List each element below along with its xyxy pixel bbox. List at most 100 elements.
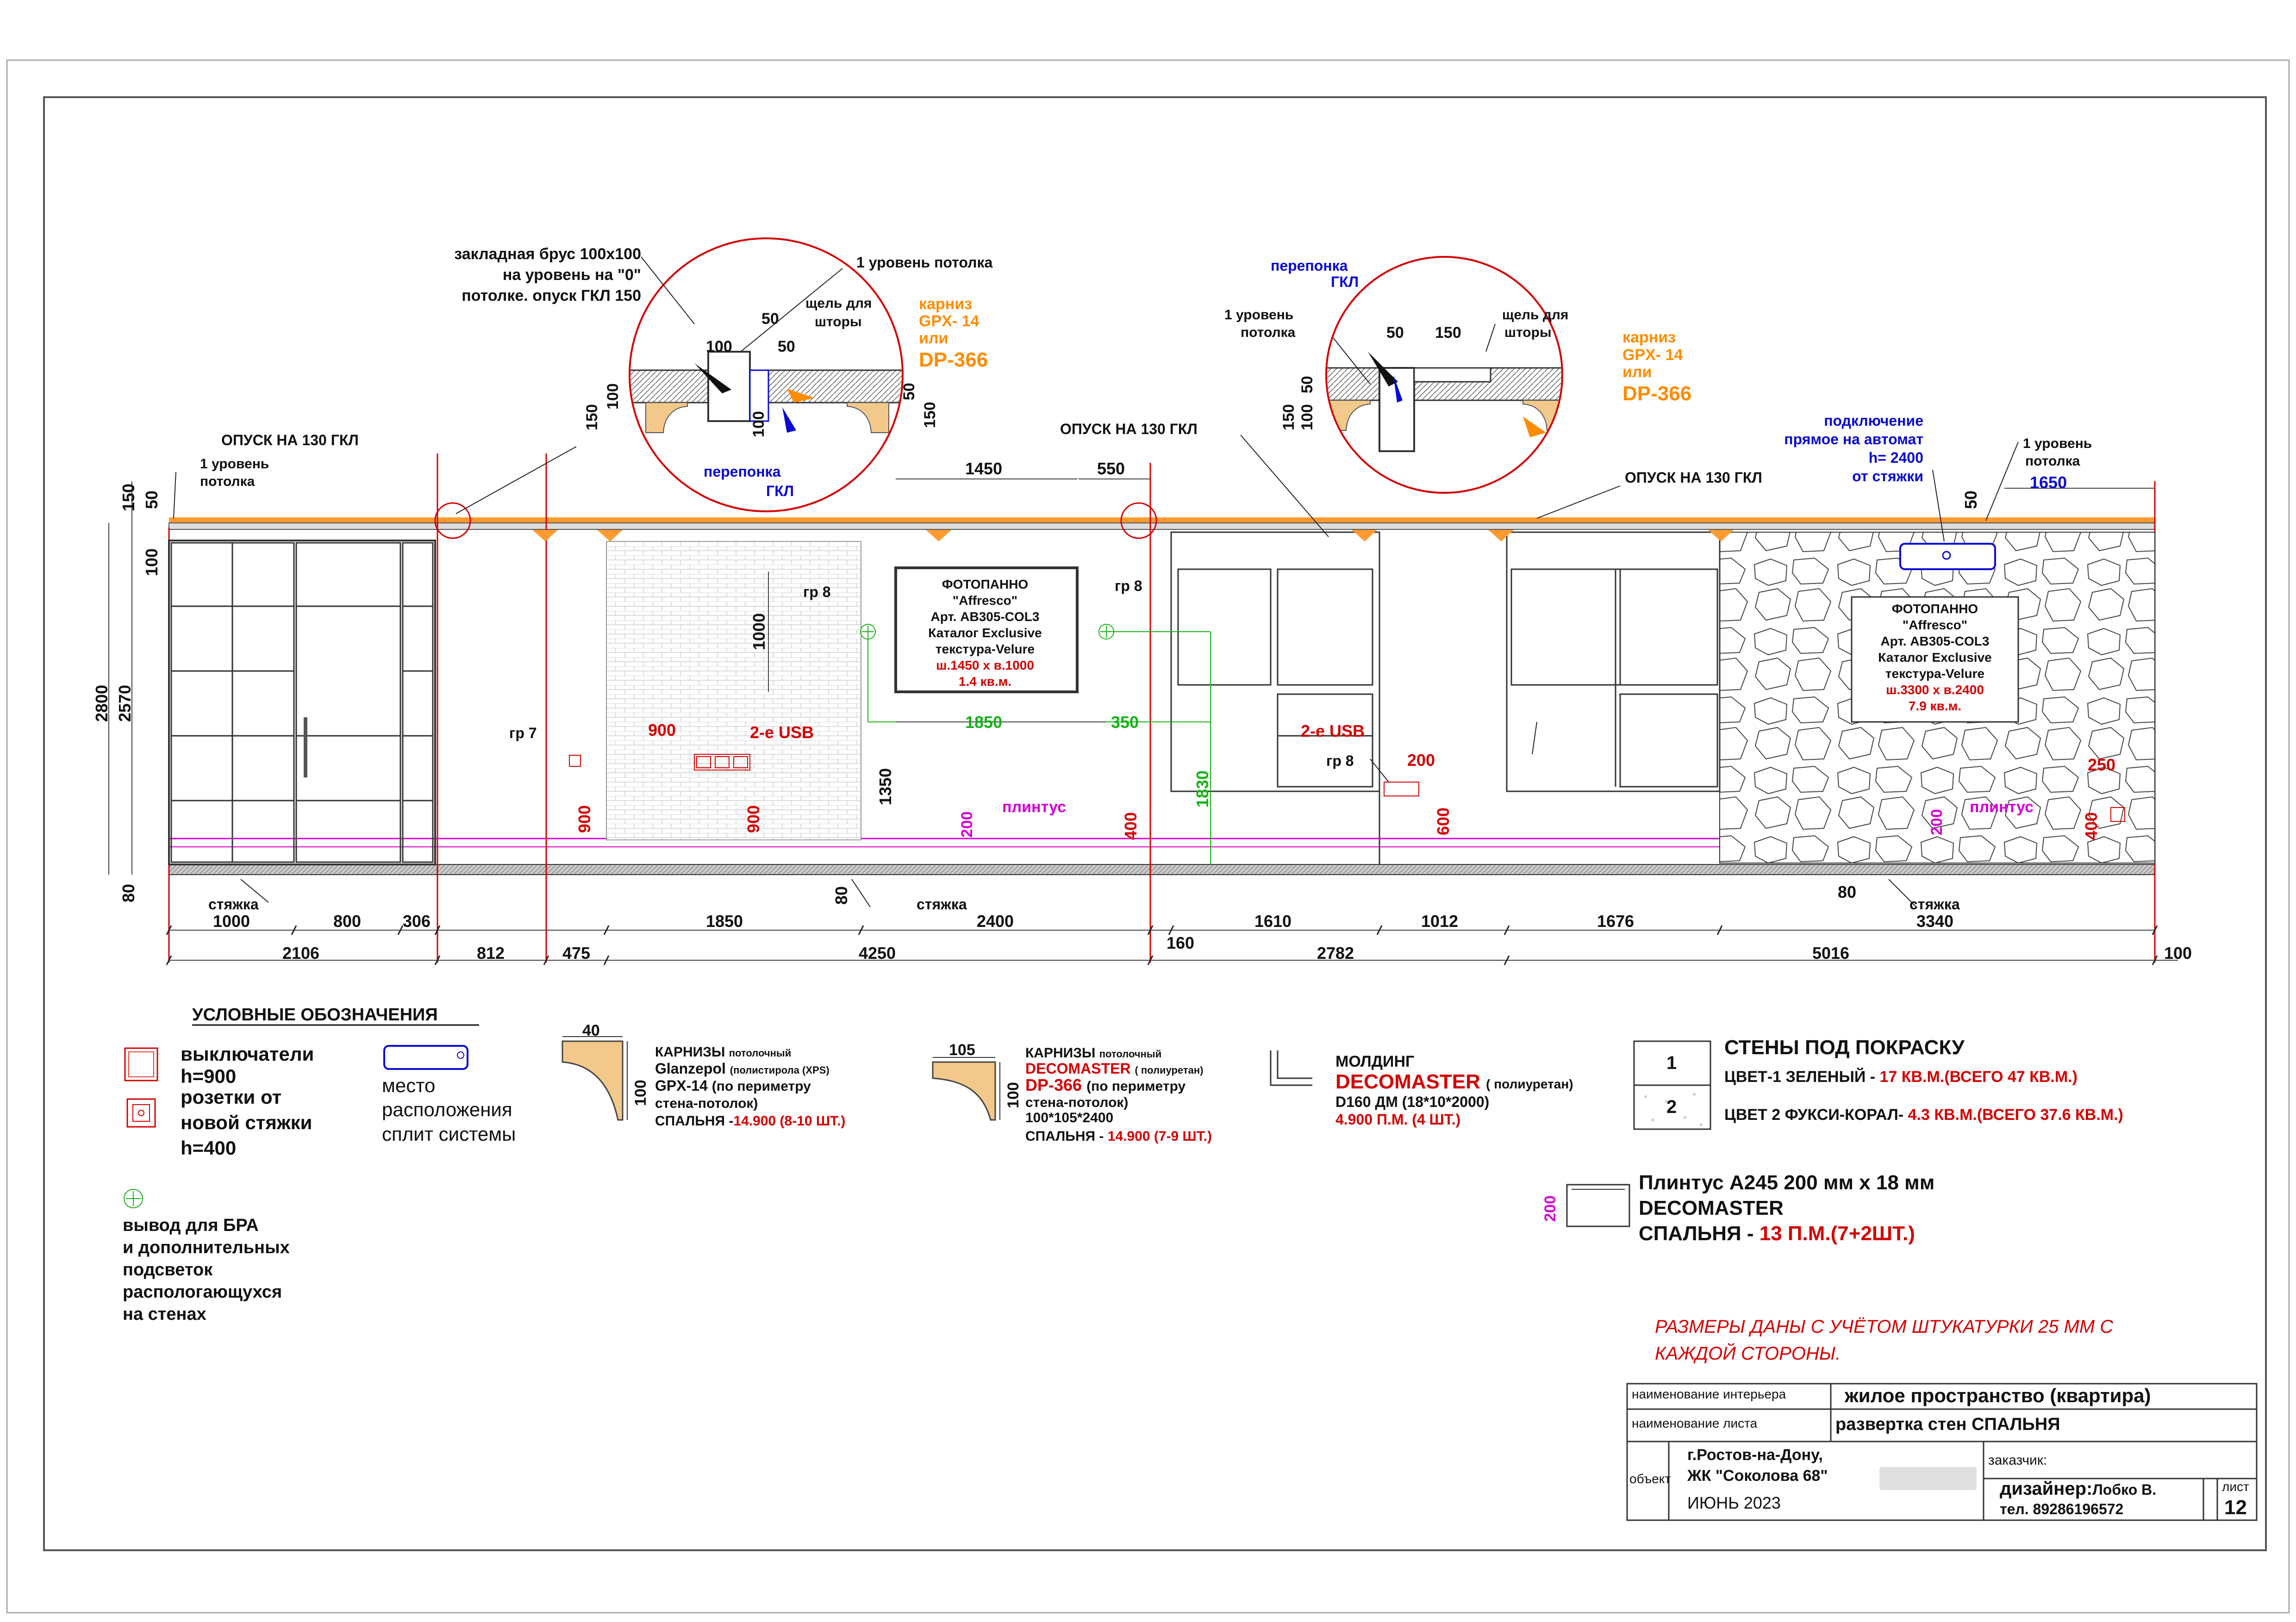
- callout-shchel-1b: шторы: [815, 314, 862, 329]
- legend-split-icon: [383, 1045, 468, 1070]
- split-unit-dot: [1942, 551, 1951, 560]
- legend-molding-icon: [1270, 1050, 1312, 1086]
- ceiling-band: [169, 517, 2155, 523]
- legend-bra-icon: [124, 1189, 143, 1208]
- dim-row2-2782: 2782: [1317, 944, 1354, 963]
- dim-row2-2106: 2106: [282, 944, 319, 963]
- karniz-2-gpx: GPX- 14: [1622, 346, 1683, 364]
- dim-1450: 1450: [965, 459, 1002, 478]
- panel2-area: 7.9 кв.м.: [1909, 699, 1961, 713]
- dim-1350: 1350: [876, 768, 895, 805]
- dim-80-left: 80: [119, 884, 138, 902]
- dim-1830-green: 1830: [1193, 771, 1212, 808]
- dim-150-left: 150: [119, 484, 138, 511]
- detail2-dim-150: 150: [1435, 324, 1461, 342]
- dim-row2-5016: 5016: [1812, 944, 1849, 963]
- dim-160: 160: [1167, 933, 1194, 952]
- dim-row2-812: 812: [477, 944, 505, 963]
- legend-molding-model: D160 ДМ (18*10*2000): [1335, 1094, 1489, 1110]
- detail1-dim-50c: 50: [900, 383, 918, 400]
- legend-split-icon-dot: [457, 1051, 464, 1059]
- dim-1650: 1650: [2030, 473, 2067, 492]
- dimension-ticks: [166, 925, 2158, 965]
- callout-level1-left-b: потолка: [200, 474, 255, 489]
- legend-socket-line-2: новой стяжки: [181, 1112, 312, 1133]
- detail2-dim-50: 50: [1386, 324, 1404, 342]
- usb-label-2: 2-е USB: [1301, 721, 1365, 740]
- gr8-label-2: гр 8: [1115, 578, 1142, 594]
- dim-100-right: 100: [2164, 944, 2192, 963]
- dim-row1-1676: 1676: [1597, 912, 1634, 931]
- karniz-2-dp: DP-366: [1622, 382, 1691, 405]
- wardrobe-left: [1170, 531, 1380, 864]
- gkl-1: ГКЛ: [766, 483, 794, 499]
- panel2-line-5: текстура-Velure: [1885, 666, 1984, 681]
- legend-cornice-1-model: GPX-14 (по периметру: [655, 1077, 811, 1094]
- podkl-3: h= 2400: [1869, 449, 1923, 466]
- legend-cornice-2-title: КАРНИЗЫ потолочный: [1025, 1045, 1161, 1061]
- dim-row1-1012: 1012: [1421, 912, 1458, 931]
- wardrobe-right: [1506, 531, 1721, 792]
- legend-bra-line-2: и дополнительных: [123, 1238, 290, 1257]
- legend-cornice-1-desc: стена-потолок): [655, 1096, 758, 1111]
- switch-gr7: [569, 755, 581, 767]
- title-block-frame: [1626, 1383, 2258, 1521]
- title-date: ИЮНЬ 2023: [1687, 1493, 1781, 1512]
- dim-550: 550: [1097, 459, 1125, 478]
- legend-bra-line-3: подсветок: [123, 1260, 213, 1280]
- leader-lines: [173, 256, 2019, 907]
- title-object-value-2: ЖК "Соколова 68": [1687, 1467, 1828, 1485]
- panel2-line-4: Каталог Exclusive: [1878, 650, 1991, 665]
- callout-level1-top: 1 уровень потолка: [856, 254, 993, 271]
- dim-1000-panel: 1000: [749, 613, 768, 650]
- legend-walls-box: [1633, 1040, 1711, 1130]
- legend-cornice-2-dim-w: 105: [949, 1041, 975, 1059]
- podkl-2: прямое на автомат: [1784, 431, 1923, 447]
- plintus-label-1: плинтус: [1002, 798, 1066, 816]
- dim-row1-3340: 3340: [1916, 912, 1953, 931]
- title-object-label: объект: [1629, 1472, 1671, 1486]
- detail1-dim-50a: 50: [761, 310, 779, 328]
- title-client-label: заказчик:: [1988, 1453, 2047, 1468]
- legend-cornice-2-model: DP-366 (по периметру: [1025, 1075, 1186, 1094]
- dim-600-v: 600: [1434, 808, 1453, 835]
- gr8-label-1: гр 8: [803, 584, 831, 600]
- legend-switch-icon-inner: [128, 1051, 154, 1077]
- callout-zakladnaya-3: потолке. опуск ГКЛ 150: [462, 287, 641, 305]
- legend-cornice-2-size: 100*105*2400: [1025, 1110, 1113, 1125]
- podkl-1: подключение: [1824, 412, 1923, 429]
- dim-80-mid1: 80: [832, 886, 851, 905]
- photo-panel-2-label: [1851, 596, 2019, 723]
- dim-900-h1: 900: [648, 721, 676, 740]
- callout-opusk-1: ОПУСК НА 130 ГКЛ: [221, 432, 359, 448]
- panel1-line-3: Арт. AB305-COL3: [931, 609, 1040, 624]
- styazhka-3: стяжка: [1909, 896, 1960, 913]
- panel2-line-3: Арт. AB305-COL3: [1881, 634, 1990, 648]
- pereponka-1: перепонка: [704, 463, 781, 480]
- legend-molding-title: МОЛДИНГ: [1335, 1053, 1414, 1070]
- legend-bra-line-1: вывод для БРА: [123, 1216, 259, 1235]
- callout-zakladnaya-2: на уровень на "0": [503, 266, 641, 284]
- dim-900-v2: 900: [744, 805, 763, 833]
- dim-row2-4250: 4250: [859, 944, 896, 963]
- photo-panel-1: [894, 566, 1079, 693]
- detail2-dim-50b: 50: [1298, 376, 1316, 393]
- legend-bra-line-5: на стенах: [123, 1305, 206, 1324]
- title-sheet-label: наименование листа: [1632, 1416, 1758, 1430]
- detail-marker-2: [1120, 502, 1157, 539]
- legend-walls-box-hatch: [1644, 1093, 1703, 1126]
- dim-row2-475: 475: [562, 944, 590, 963]
- detail2-dim-150b: 150: [1280, 404, 1298, 430]
- title-object-value-1: г.Ростов-на-Дону,: [1687, 1446, 1823, 1464]
- karniz-1-gpx: GPX- 14: [919, 312, 979, 330]
- callout-opusk-3: ОПУСК НА 130 ГКЛ: [1625, 469, 1762, 486]
- legend-switch-line-1: выключатели: [181, 1043, 314, 1065]
- ceiling-line: [168, 522, 2155, 530]
- callout-opusk-2: ОПУСК НА 130 ГКЛ: [1060, 421, 1198, 437]
- legend-cornice-1-title: КАРНИЗЫ потолочный: [655, 1044, 791, 1060]
- legend-cornice-2-icon: [932, 1057, 1000, 1121]
- legend-socket-icon: [126, 1098, 156, 1128]
- legend-cornice-2-brand: DECOMASTER ( полиуретан): [1025, 1060, 1204, 1077]
